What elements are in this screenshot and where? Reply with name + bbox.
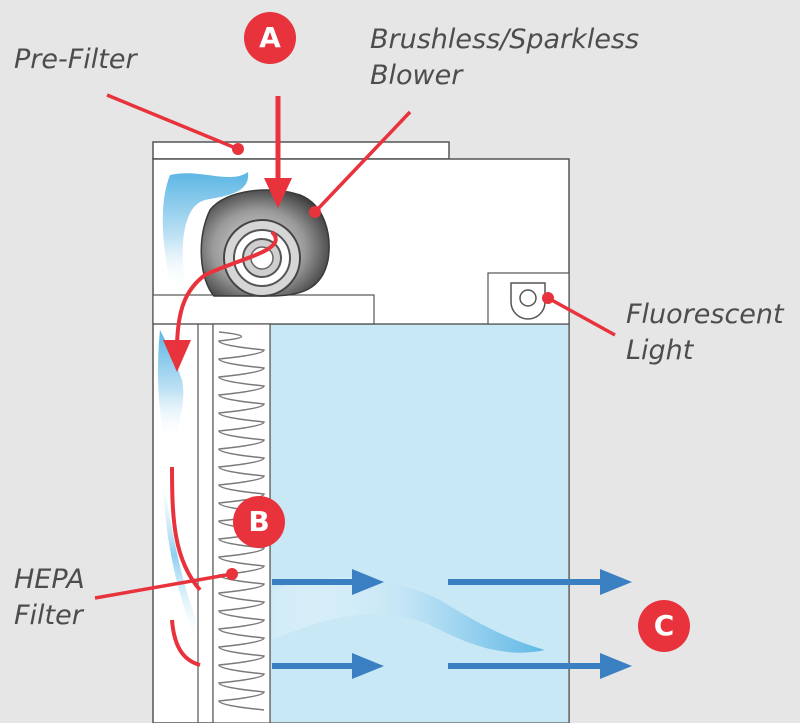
pre-filter-strip bbox=[152, 141, 450, 160]
blower-shelf bbox=[152, 294, 375, 325]
hepa-filter-label: HEPA Filter bbox=[14, 564, 85, 631]
pre-filter-label: Pre-Filter bbox=[14, 44, 137, 75]
hepa-filter-coil bbox=[218, 331, 265, 711]
blower-label: Brushless/Sparkless Blower bbox=[370, 24, 640, 91]
marker-b: B bbox=[233, 496, 285, 548]
blower-icon bbox=[200, 189, 330, 297]
down-airflow-arrow bbox=[175, 230, 278, 346]
laminar-flow-arrows bbox=[272, 569, 632, 679]
airflow-top-plume bbox=[162, 172, 249, 290]
callout-leaders bbox=[94, 93, 616, 600]
airflow-down-plume bbox=[157, 330, 184, 440]
fluorescent-light-label: Fluorescent Light bbox=[626, 299, 784, 366]
marker-c: C bbox=[638, 600, 690, 652]
marker-a: A bbox=[244, 12, 296, 64]
plenum-airflow-line-2 bbox=[170, 619, 201, 667]
work-area bbox=[269, 323, 570, 723]
airflow-work-plume bbox=[272, 577, 545, 653]
airflow-lower-plume bbox=[162, 470, 196, 640]
